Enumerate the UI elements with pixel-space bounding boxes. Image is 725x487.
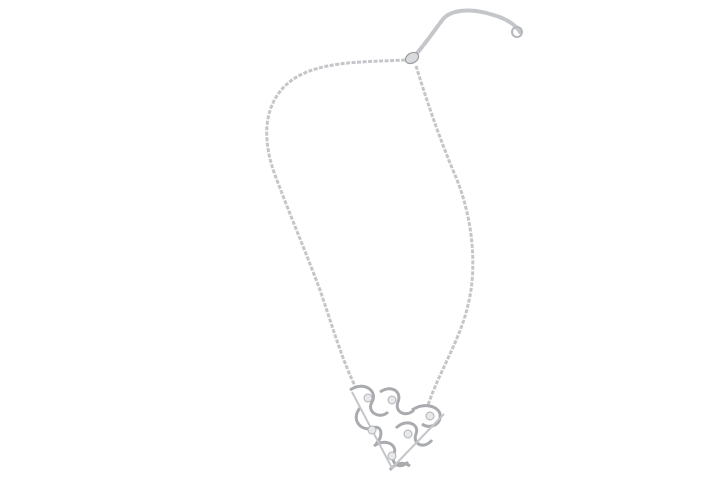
extender-end-ring (511, 26, 523, 38)
chain-left (265, 58, 406, 389)
chain-right (414, 65, 475, 406)
filigree-pendant (349, 384, 445, 471)
lobster-clasp (404, 51, 420, 65)
pendant-highlights (363, 393, 435, 461)
extender-chain (416, 8, 522, 54)
